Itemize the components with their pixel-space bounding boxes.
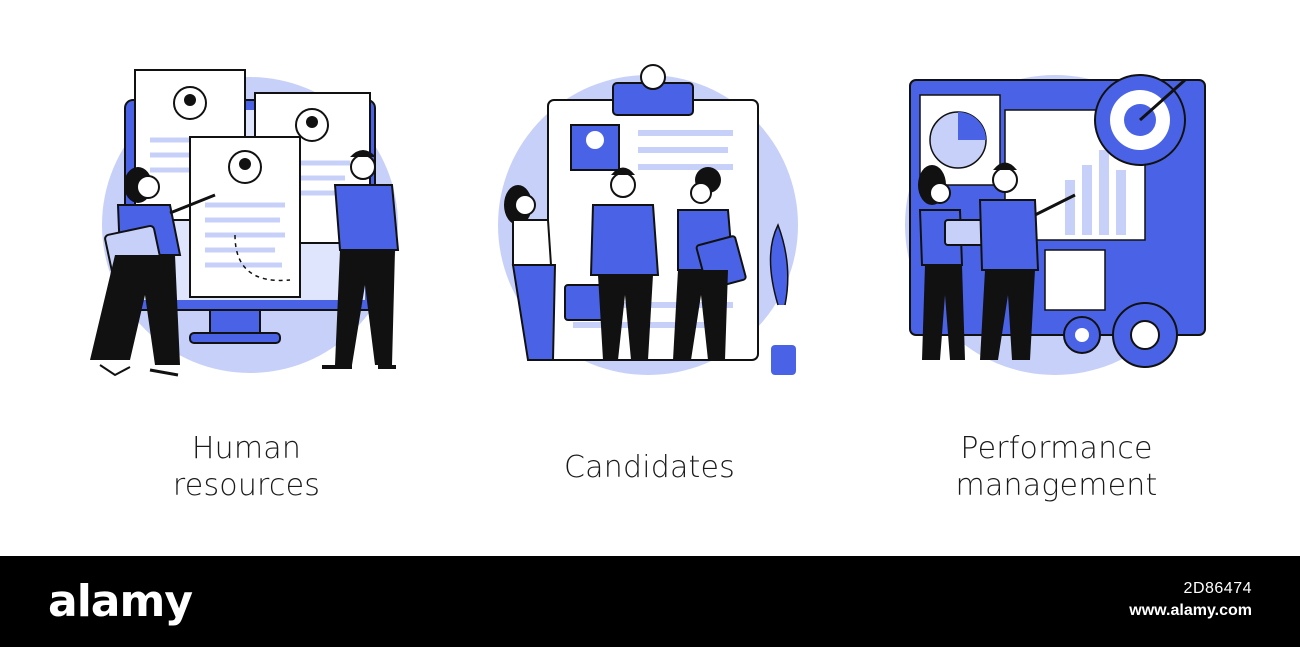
caption-line: Performance	[960, 431, 1153, 466]
watermark-footer: alamy 2D86474 www.alamy.com	[0, 556, 1300, 647]
image-id: 2D86474	[1183, 580, 1252, 597]
candidates-illustration	[498, 64, 798, 375]
caption-line: Candidates	[564, 450, 735, 485]
caption-line: resources	[172, 468, 321, 503]
panel-candidates: Candidates	[433, 0, 866, 556]
caption-line: Human	[191, 431, 302, 466]
caption-line: management	[955, 468, 1158, 503]
caption-human-resources: Human resources	[30, 430, 463, 504]
panel-human-resources: Human resources	[30, 0, 463, 556]
caption-candidates: Candidates	[433, 449, 866, 486]
human-resources-illustration	[90, 69, 400, 377]
performance-management-illustration	[905, 74, 1206, 375]
target-icon	[1094, 74, 1186, 166]
site-url: www.alamy.com	[1129, 602, 1252, 619]
caption-performance-management: Performance management	[840, 430, 1273, 504]
alamy-logo: alamy	[48, 576, 193, 627]
chart-icon	[1065, 150, 1126, 235]
panel-performance-management: Performance management	[840, 0, 1273, 556]
gear-icon	[1063, 302, 1178, 368]
